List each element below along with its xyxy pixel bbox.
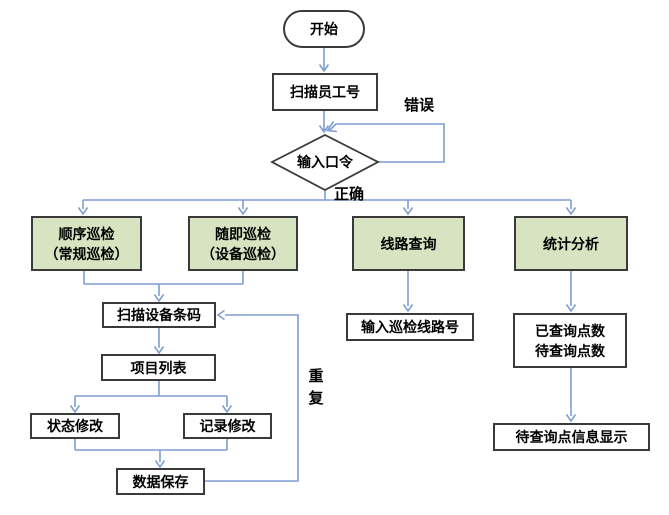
arrowhead-down [318, 125, 330, 134]
arrowhead-down [221, 405, 233, 414]
decision-diamond-shape [270, 133, 380, 192]
arrowhead-down [565, 207, 577, 216]
arrowhead-left [216, 309, 225, 321]
node-query-point-counts: 已查询点数 待查询点数 [513, 313, 627, 368]
arrowhead-diagonal [326, 121, 338, 133]
connector-merge-to-barcode [83, 271, 244, 296]
arrowhead-down [237, 207, 249, 216]
node-line-query: 线路查询 [352, 216, 465, 271]
arrowhead-down [318, 64, 330, 73]
edge-label-correct: 正确 [334, 186, 365, 203]
arrowhead-down [565, 414, 577, 423]
arrowhead-down [153, 346, 165, 355]
node-scan-device-barcode: 扫描设备条码 [102, 302, 216, 328]
node-enter-password: 输入口令 [297, 154, 353, 170]
arrowhead-down [77, 207, 89, 216]
connector-itemlist-split [74, 380, 228, 407]
node-data-save: 数据保存 [116, 468, 205, 495]
arrowhead-down [69, 405, 81, 414]
node-start: 开始 [283, 10, 365, 48]
arrowhead-down [565, 304, 577, 313]
node-status-modify: 状态修改 [30, 413, 120, 439]
node-scan-employee-id: 扫描员工号 [272, 73, 378, 111]
edge-label-repeat: 重复 [308, 368, 324, 407]
node-record-modify: 记录修改 [183, 413, 272, 439]
node-item-list: 项目列表 [101, 354, 216, 381]
connector-merge-to-datasave [74, 438, 228, 462]
node-sequential-inspection: 顺序巡检 （常规巡检） [31, 216, 142, 271]
arrowhead-down [153, 294, 165, 303]
node-pending-point-info-display: 待查询点信息显示 [493, 423, 650, 451]
node-enter-inspection-line-number: 输入巡检线路号 [346, 313, 474, 341]
arrowhead-down [402, 207, 414, 216]
edge-label-error: 错误 [404, 97, 435, 114]
arrowhead-down [154, 460, 166, 469]
node-random-inspection: 随即巡检 （设备巡检） [188, 216, 298, 271]
arrowhead-down [402, 304, 414, 313]
node-statistical-analysis: 统计分析 [514, 216, 628, 271]
connector-repeat-loop [205, 314, 299, 482]
connector-error-loop [328, 123, 445, 163]
